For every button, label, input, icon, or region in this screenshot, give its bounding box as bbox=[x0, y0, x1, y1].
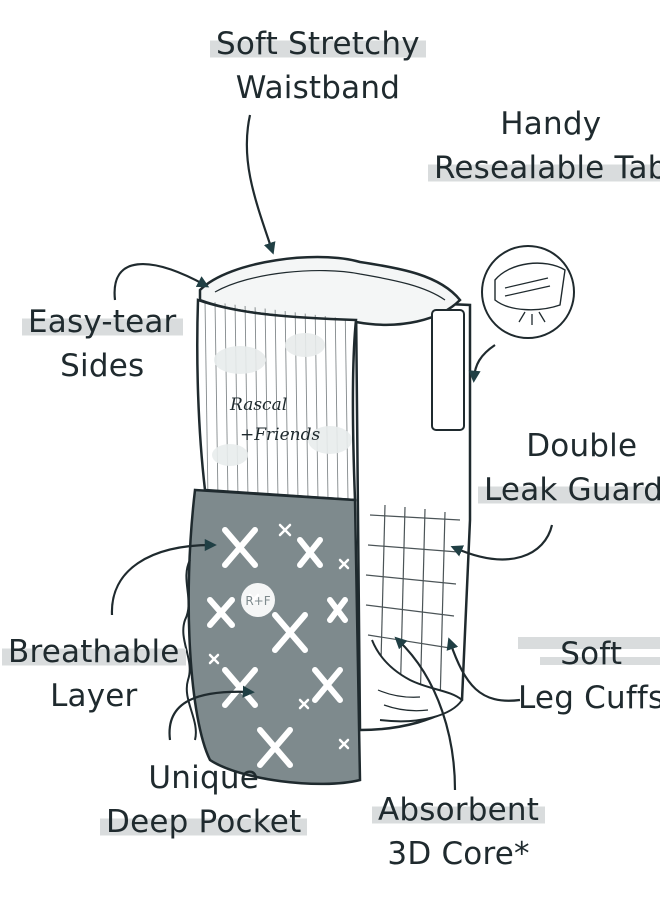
stripe-decoration bbox=[518, 637, 660, 649]
callout-waistband: Soft Stretchy Waistband bbox=[210, 22, 426, 110]
grid-pattern bbox=[365, 504, 461, 709]
callout-tab: Handy Resealable Tab bbox=[428, 102, 660, 190]
arrow-right-icon bbox=[113, 263, 210, 301]
arrow-up-icon bbox=[394, 636, 457, 791]
brand-logo-line2: +Friends bbox=[240, 425, 320, 445]
callout-sides-line1: Easy-tear bbox=[22, 304, 183, 340]
callout-pocket-line2: Deep Pocket bbox=[100, 804, 308, 840]
brand-badge-text: R+F bbox=[245, 594, 270, 608]
waistband-inner-edge bbox=[214, 269, 446, 301]
callout-cuffs-line2: Leg Cuffs bbox=[518, 680, 660, 716]
callout-waistband-line2: Waistband bbox=[235, 70, 401, 106]
callout-pocket-line1: Unique bbox=[148, 760, 259, 796]
callout-sides: Easy-tear Sides bbox=[22, 300, 183, 388]
leg-cuff-detail bbox=[377, 689, 429, 712]
callout-tab-line2: Resealable Tab bbox=[428, 150, 660, 186]
callout-breathable: Breathable Layer bbox=[2, 630, 186, 718]
arrow-down-left-icon bbox=[468, 344, 496, 383]
x-pattern bbox=[207, 527, 348, 768]
callout-breathable-line2: Layer bbox=[50, 678, 138, 714]
callout-leak-guards: Double Leak Guards bbox=[478, 424, 660, 512]
callout-sides-line2: Sides bbox=[60, 348, 145, 384]
breathable-layer-panel bbox=[187, 488, 362, 786]
stretch-lines bbox=[204, 300, 349, 500]
brand-logo-line1: Rascal bbox=[229, 395, 287, 415]
callout-leak-guards-line1: Double bbox=[526, 428, 638, 464]
callout-breathable-line1: Breathable bbox=[2, 634, 186, 670]
resealable-tab-icon bbox=[481, 245, 575, 339]
callout-leak-guards-line2: Leak Guards bbox=[478, 472, 660, 508]
callout-core: Absorbent 3D Core* bbox=[372, 788, 546, 876]
callout-cuffs-line1: Soft bbox=[560, 636, 623, 672]
brand-badge bbox=[241, 583, 275, 617]
stripe-decoration bbox=[540, 657, 660, 665]
callout-core-line1: Absorbent bbox=[372, 792, 546, 828]
callout-waistband-line1: Soft Stretchy bbox=[210, 26, 426, 62]
callout-cuffs: Soft Leg Cuffs bbox=[518, 632, 660, 720]
left-ruffle bbox=[182, 559, 197, 741]
arrow-up-right-icon bbox=[168, 685, 255, 741]
cloud-pattern bbox=[212, 333, 352, 466]
arrow-up-left-icon bbox=[446, 637, 521, 702]
callout-tab-line1: Handy bbox=[500, 106, 602, 142]
callout-pocket: Unique Deep Pocket bbox=[100, 756, 308, 844]
arrow-down-icon bbox=[245, 114, 276, 255]
callout-core-line2: 3D Core* bbox=[387, 836, 530, 872]
tab-strip bbox=[431, 309, 465, 431]
arrow-left-icon bbox=[450, 524, 554, 561]
arrow-up-right-icon bbox=[110, 538, 217, 616]
